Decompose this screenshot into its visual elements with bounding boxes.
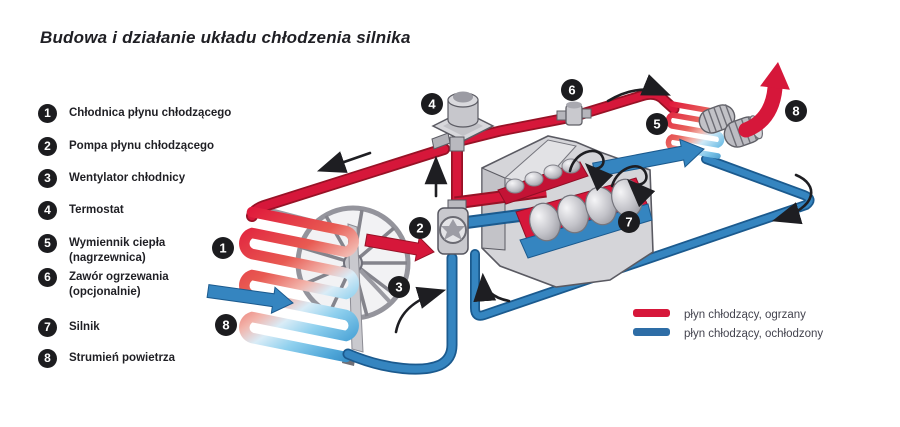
heating-valve — [556, 101, 592, 126]
diagram-badges: 1 2 3 4 5 6 7 8 8 — [212, 79, 807, 336]
list-badge-1: 1 — [38, 104, 57, 123]
badge-7: 7 — [618, 211, 640, 233]
part-label-5-line2: (nagrzewnica) — [69, 252, 146, 264]
svg-text:8: 8 — [792, 104, 799, 119]
parts-list-item-5: 5 Wymiennik ciepła (nagrzewnica) — [38, 234, 253, 266]
water-pump — [437, 199, 469, 255]
badge-5: 5 — [646, 113, 668, 135]
badge-8-air-out: 8 — [785, 100, 807, 122]
thermostat — [431, 91, 495, 152]
badge-8-air-in: 8 — [215, 314, 237, 336]
part-label-4: Termostat — [69, 204, 124, 216]
svg-text:7: 7 — [625, 215, 632, 230]
svg-text:5: 5 — [653, 117, 660, 132]
badge-6: 6 — [561, 79, 583, 101]
flow-arrow-to-heater — [606, 74, 671, 103]
svg-text:2: 2 — [416, 221, 423, 236]
flow-arrow-engine-loop-1 — [568, 149, 614, 192]
badge-4: 4 — [421, 93, 443, 115]
svg-text:1: 1 — [219, 241, 226, 256]
part-label-1: Chłodnica płynu chłodzącego — [69, 107, 232, 119]
parts-list-item-3: 3 Wentylator chłodnicy — [38, 169, 253, 188]
legend-label-hot: płyn chłodzący, ogrzany — [684, 309, 806, 321]
list-badge-4: 4 — [38, 201, 57, 220]
svg-text:8: 8 — [222, 318, 229, 333]
parts-list-item-1: 1 Chłodnica płynu chłodzącego — [38, 104, 253, 123]
cold-pipe-radiator-to-pump — [342, 252, 458, 375]
part-label-6: Zawór ogrzewania — [69, 271, 169, 283]
page-title: Budowa i działanie układu chłodzenia sil… — [40, 28, 411, 47]
part-label-6-line2: (opcjonalnie) — [69, 286, 141, 298]
part-label-8: Strumień powietrza — [69, 352, 176, 364]
color-legend: płyn chłodzący, ogrzany płyn chłodzący, … — [633, 309, 823, 340]
flow-arrow-up-pump-right — [473, 272, 511, 303]
list-badge-5: 5 — [38, 234, 57, 253]
part-label-3: Wentylator chłodnicy — [69, 172, 186, 184]
legend-label-cold: płyn chłodzący, ochłodzony — [684, 328, 823, 340]
flow-arrow-to-radiator — [316, 151, 372, 173]
radiator-coil — [239, 206, 359, 363]
list-badge-8: 8 — [38, 349, 57, 368]
flow-arrow-return-turn — [771, 173, 813, 225]
parts-list-item-6: 6 Zawór ogrzewania (opcjonalnie) — [38, 268, 253, 300]
list-badge-7: 7 — [38, 318, 57, 337]
air-in-arrow — [206, 284, 294, 314]
legend-swatch-cold — [633, 328, 670, 336]
flow-arrow-up-pump-left — [394, 286, 447, 334]
badge-1: 1 — [212, 237, 234, 259]
cold-pipe-heater-return — [470, 154, 815, 321]
parts-list-item-7: 7 Silnik — [38, 318, 253, 337]
parts-list-item-8: 8 Strumień powietrza — [38, 349, 253, 368]
svg-text:3: 3 — [395, 280, 402, 295]
part-label-7: Silnik — [69, 321, 100, 333]
part-label-5: Wymiennik ciepła — [69, 237, 166, 249]
badge-3: 3 — [388, 276, 410, 298]
list-badge-3: 3 — [38, 169, 57, 188]
list-badge-2: 2 — [38, 137, 57, 156]
parts-list-item-2: 2 Pompa płynu chłodzącego — [38, 137, 253, 156]
svg-text:4: 4 — [428, 97, 436, 112]
heater-air-out-arrow — [738, 62, 790, 138]
list-badge-6: 6 — [38, 268, 57, 287]
parts-list-item-4: 4 Termostat — [38, 201, 253, 220]
legend-swatch-hot — [633, 309, 670, 317]
flow-arrows — [316, 74, 813, 334]
flow-arrow-engine-loop-2 — [610, 165, 656, 208]
part-label-2: Pompa płynu chłodzącego — [69, 140, 215, 152]
badge-2: 2 — [409, 217, 431, 239]
heated-air-arrow — [364, 233, 435, 262]
svg-text:6: 6 — [568, 83, 575, 98]
